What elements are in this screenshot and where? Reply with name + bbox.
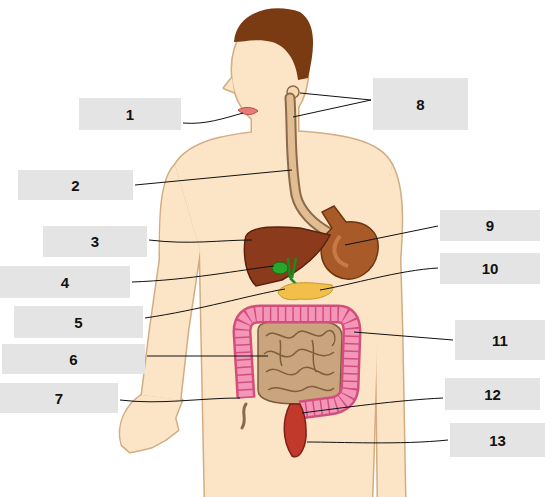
callout-box: 11: [455, 320, 545, 360]
callout-box: 10: [440, 253, 540, 284]
callout-number: 13: [489, 432, 506, 449]
leader-line: [147, 356, 268, 357]
callout-box: 8: [373, 78, 468, 130]
rectum: [284, 404, 306, 457]
callout-box: 2: [18, 170, 133, 200]
colon-folds: [242, 314, 352, 410]
leader-lines: [120, 93, 453, 443]
leader-line: [132, 266, 274, 282]
leader-line: [145, 289, 285, 318]
callout-number: 6: [69, 351, 77, 368]
callout-number: 11: [492, 332, 508, 349]
callout-box: 9: [440, 210, 540, 241]
callout-box: 4: [0, 266, 130, 298]
leader-line: [307, 440, 448, 443]
callout-number: 4: [61, 274, 69, 291]
leader-line: [300, 93, 371, 100]
leader-line: [120, 398, 240, 402]
leader-line: [345, 226, 438, 245]
leader-line: [302, 398, 443, 413]
colon: [242, 314, 352, 410]
hair: [234, 8, 313, 80]
callout-box: 3: [43, 226, 147, 257]
callout-box: 5: [14, 306, 143, 338]
leader-line: [149, 240, 252, 242]
callout-number: 1: [126, 106, 134, 123]
callout-number: 3: [91, 233, 99, 250]
callout-number: 12: [484, 386, 501, 403]
small-intestine: [258, 320, 342, 404]
callout-box: 7: [0, 383, 118, 413]
intestine-coils: [264, 331, 335, 392]
callout-number: 8: [416, 96, 424, 113]
body-fill: [120, 15, 405, 497]
callout-number: 5: [74, 314, 82, 331]
callout-number: 10: [482, 260, 499, 277]
callout-number: 7: [55, 390, 63, 407]
callout-box: 12: [445, 378, 540, 410]
callout-number: 9: [486, 217, 494, 234]
leader-line: [293, 100, 371, 117]
leader-line: [135, 170, 292, 185]
callout-box: 6: [2, 344, 145, 374]
colon-edge: [242, 314, 352, 410]
leader-line: [320, 268, 438, 290]
gallbladder: [272, 262, 288, 274]
stomach: [321, 206, 378, 279]
pancreas: [278, 283, 333, 300]
leader-line: [183, 113, 243, 123]
leader-line: [354, 332, 453, 340]
appendix: [242, 404, 246, 428]
stomach-shade: [334, 236, 348, 266]
callout-number: 2: [71, 177, 79, 194]
liver: [244, 227, 330, 286]
callout-box: 1: [79, 98, 181, 130]
body-outline: [120, 15, 405, 497]
callout-box: 13: [450, 423, 545, 457]
